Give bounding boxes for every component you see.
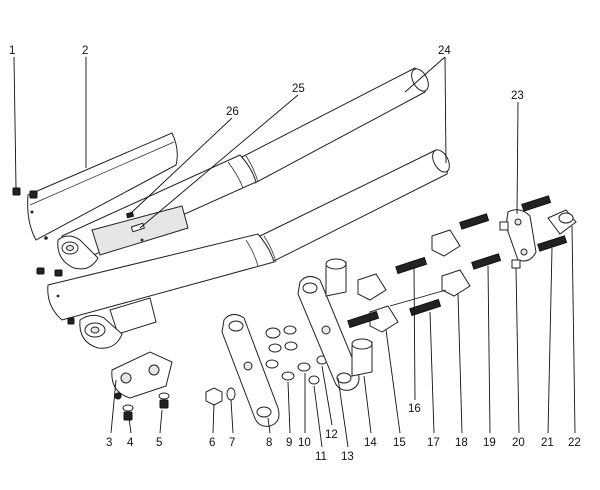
callout-10: 10 xyxy=(298,437,311,449)
callout-14: 14 xyxy=(364,437,377,449)
callout-18: 18 xyxy=(455,437,468,449)
callout-9: 9 xyxy=(286,437,292,449)
callout-17: 17 xyxy=(427,437,440,449)
callout-21: 21 xyxy=(541,437,554,449)
leader-lines xyxy=(13,56,576,448)
fork-spacers xyxy=(325,258,373,377)
fork-leg-lower xyxy=(47,149,450,349)
lower-triple-clamp xyxy=(221,314,280,427)
callout-22: 22 xyxy=(568,437,581,449)
fender-bolts xyxy=(12,187,75,325)
callout-13: 13 xyxy=(341,451,354,463)
callout-7: 7 xyxy=(229,437,235,449)
fork-leg-upper xyxy=(57,67,429,270)
steering-bearings xyxy=(265,325,328,385)
callout-26: 26 xyxy=(226,106,239,118)
callout-12: 12 xyxy=(325,429,338,441)
callout-15: 15 xyxy=(393,437,406,449)
riser-plate xyxy=(499,195,577,269)
callout-24: 24 xyxy=(438,45,451,57)
caliper-bracket xyxy=(111,351,173,421)
upper-triple-clamp xyxy=(297,276,360,391)
callout-11: 11 xyxy=(315,451,327,463)
callout-25: 25 xyxy=(292,83,305,95)
front-fender xyxy=(27,132,178,241)
callout-6: 6 xyxy=(209,437,215,449)
callout-4: 4 xyxy=(127,437,134,449)
callout-labels: 1 2 3 4 5 6 7 8 9 10 11 12 13 14 15 16 1… xyxy=(9,45,581,463)
callout-23: 23 xyxy=(511,90,524,102)
callout-5: 5 xyxy=(156,437,162,449)
stem-nut-and-washer xyxy=(205,387,236,406)
callout-19: 19 xyxy=(483,437,496,449)
callout-2: 2 xyxy=(82,45,88,57)
clamp-bolts xyxy=(347,213,502,329)
callout-8: 8 xyxy=(266,437,272,449)
callout-20: 20 xyxy=(512,437,525,449)
callout-3: 3 xyxy=(106,437,112,449)
callout-16: 16 xyxy=(408,403,421,415)
callout-1: 1 xyxy=(9,45,15,57)
